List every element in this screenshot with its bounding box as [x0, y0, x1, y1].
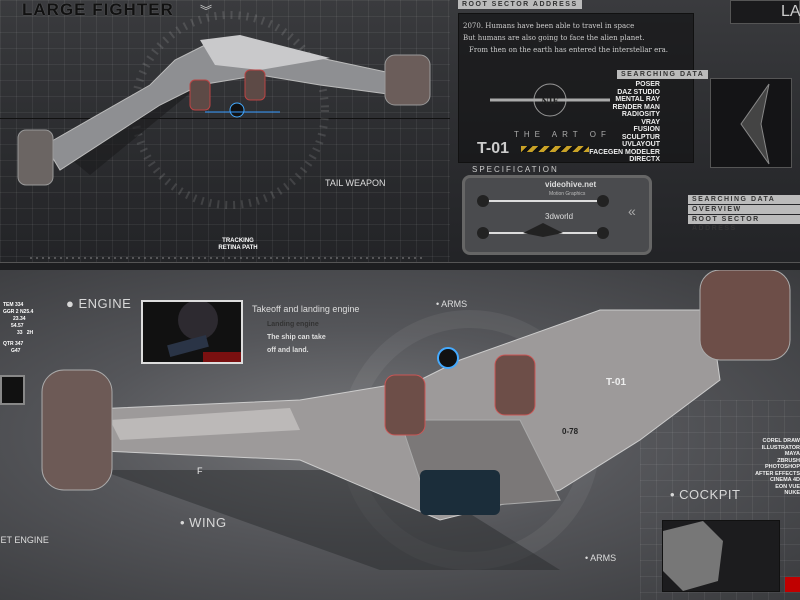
- cockpit-label: • COCKPIT: [670, 487, 741, 502]
- panel-divider: [0, 262, 800, 270]
- divider: [0, 118, 450, 119]
- topview-thumbnail: [710, 78, 792, 168]
- engine-caption-title: Takeoff and landing engine: [252, 304, 360, 314]
- red-marker: [785, 577, 800, 592]
- wing-label: • WING: [180, 515, 227, 530]
- hazard-stripe: [521, 146, 589, 152]
- hull-mark-t01: T-01: [606, 377, 627, 388]
- svg-text:NIE: NIE: [541, 96, 558, 106]
- side-thumbnail: [0, 375, 25, 405]
- hull-mark-078: 0-78: [562, 427, 579, 436]
- chevrons-left-icon: «: [628, 203, 636, 219]
- model-label: T-01: [477, 140, 510, 157]
- story-panel: 2070. Humans have been able to travel in…: [458, 13, 694, 163]
- top-ship-render: [17, 11, 431, 259]
- chevron-down-icon: ︾: [200, 4, 213, 18]
- arms-label-bottom: • ARMS: [585, 553, 617, 563]
- page-title: LARGE FIGHTER: [22, 0, 174, 19]
- cockpit-closeup-image: [662, 520, 780, 592]
- engine-closeup-image: [141, 300, 243, 364]
- art-of-label: THE ART OF: [514, 130, 611, 139]
- tail-weapon-label: TAIL WEAPON: [325, 178, 386, 188]
- main-ship-render: [41, 270, 791, 570]
- root-sector-tag: ROOT SECTOR ADDRESS: [458, 0, 582, 9]
- nie-emblem: NIE: [490, 83, 610, 117]
- specification-title: SPECIFICATION: [472, 165, 559, 174]
- arms-label-top: • ARMS: [436, 299, 468, 309]
- engine-label: ● ENGINE: [66, 296, 132, 311]
- specification-panel: videohive.net Motion Graphics 3dworld: [462, 175, 652, 255]
- engine-caption: Landing engine The ship can take off and…: [267, 321, 326, 354]
- searching-data-tag: SEARCHING DATA: [617, 70, 709, 79]
- jet-engine-label: JET ENGINE: [0, 535, 49, 545]
- hull-mark-f: F: [197, 466, 203, 476]
- right-tags: SEARCHING DATA OVERVIEW ROOT SECTOR ADDR…: [688, 195, 800, 232]
- corner-box: LA: [730, 0, 800, 24]
